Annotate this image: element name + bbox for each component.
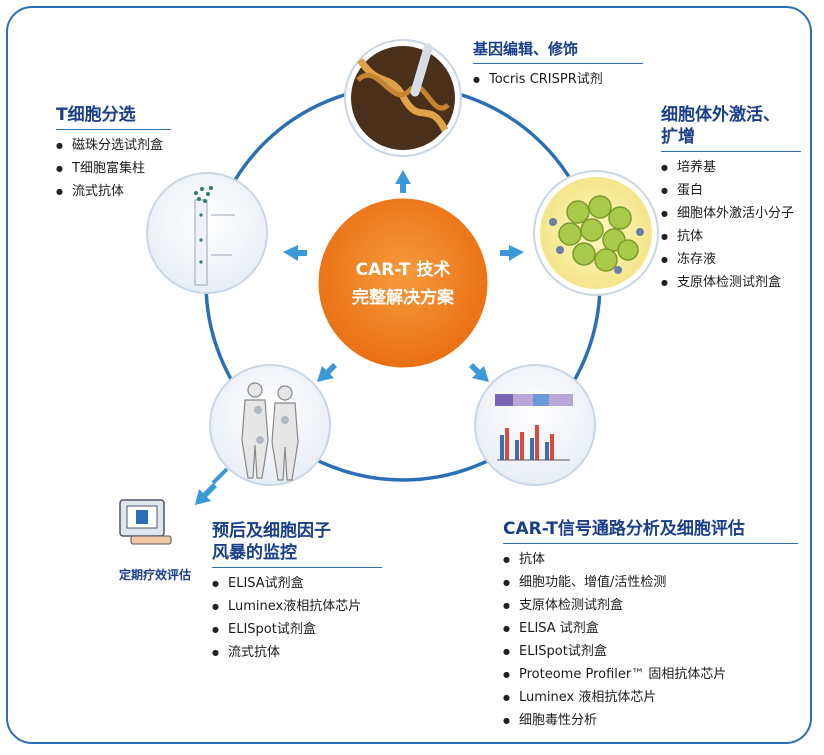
arrow-right	[500, 245, 524, 261]
monitor-device-label: 定期疗效评估	[110, 566, 200, 583]
node-signal-analysis	[475, 365, 595, 485]
panel-title: 细胞体外激活、 扩增	[661, 104, 801, 152]
list-item: 磁珠分选试剂盒	[56, 134, 171, 157]
panel-title-line2: 风暴的监控	[212, 542, 382, 564]
panel-title-line1: 预后及细胞因子	[212, 520, 382, 542]
panel-title: 预后及细胞因子 风暴的监控	[212, 520, 382, 568]
node-gene-editing	[345, 40, 461, 156]
node-cell-expansion	[534, 171, 658, 295]
arrow-down-right	[469, 363, 489, 382]
list-item: 支原体检测试剂盒	[661, 271, 801, 294]
list-item: ELISpot试剂盒	[503, 640, 798, 663]
center-title-line2: 完整解决方案	[318, 284, 488, 312]
center-title-line1: CAR-T 技术	[318, 256, 488, 284]
monitor-connector	[213, 469, 227, 483]
panel-title: CAR-T信号通路分析及细胞评估	[503, 518, 798, 544]
arrow-left	[283, 245, 307, 261]
list-item: 流式抗体	[212, 641, 382, 664]
list-item: 细胞功能、增值/活性检测	[503, 571, 798, 594]
list-item: 培养基	[661, 156, 801, 179]
list-item: Tocris CRISPR试剂	[473, 68, 643, 91]
center-title: CAR-T 技术 完整解决方案	[318, 256, 488, 312]
list-item: 冻存液	[661, 248, 801, 271]
list-item: ELISA 试剂盒	[503, 617, 798, 640]
list-item: 支原体检测试剂盒	[503, 594, 798, 617]
arrow-to-monitor	[195, 483, 217, 505]
list-item: Luminex液相抗体芯片	[212, 595, 382, 618]
panel-title-line2: 扩增	[661, 126, 801, 148]
panel-tcell-sorting: T细胞分选 磁珠分选试剂盒 T细胞富集柱 流式抗体	[56, 104, 171, 203]
list-item: 抗体	[503, 548, 798, 571]
arrow-up	[395, 170, 411, 193]
list-item: Proteome Profiler™ 固相抗体芯片	[503, 663, 798, 686]
list-item: 细胞毒性分析	[503, 709, 798, 732]
panel-title: T细胞分选	[56, 104, 171, 130]
list-item: 细胞体外激活小分子	[661, 202, 801, 225]
list-item: 抗体	[661, 225, 801, 248]
list-item: ELISpot试剂盒	[212, 618, 382, 641]
list-item: 蛋白	[661, 179, 801, 202]
panel-title: 基因编辑、修饰	[473, 38, 643, 64]
list-item: ELISA试剂盒	[212, 572, 382, 595]
arrow-down-left	[317, 363, 337, 382]
monitor-device-icon	[120, 500, 171, 544]
list-item: T细胞富集柱	[56, 157, 171, 180]
panel-gene-editing: 基因编辑、修饰 Tocris CRISPR试剂	[473, 38, 643, 91]
panel-title-line1: 细胞体外激活、	[661, 104, 801, 126]
node-monitoring	[210, 365, 330, 485]
panel-signal-analysis: CAR-T信号通路分析及细胞评估 抗体 细胞功能、增值/活性检测 支原体检测试剂…	[503, 518, 798, 732]
panel-monitoring: 预后及细胞因子 风暴的监控 ELISA试剂盒 Luminex液相抗体芯片 ELI…	[212, 520, 382, 664]
list-item: Luminex 液相抗体芯片	[503, 686, 798, 709]
column-icon	[195, 200, 207, 285]
panel-cell-expansion: 细胞体外激活、 扩增 培养基 蛋白 细胞体外激活小分子 抗体 冻存液 支原体检测…	[661, 104, 801, 294]
list-item: 流式抗体	[56, 180, 171, 203]
